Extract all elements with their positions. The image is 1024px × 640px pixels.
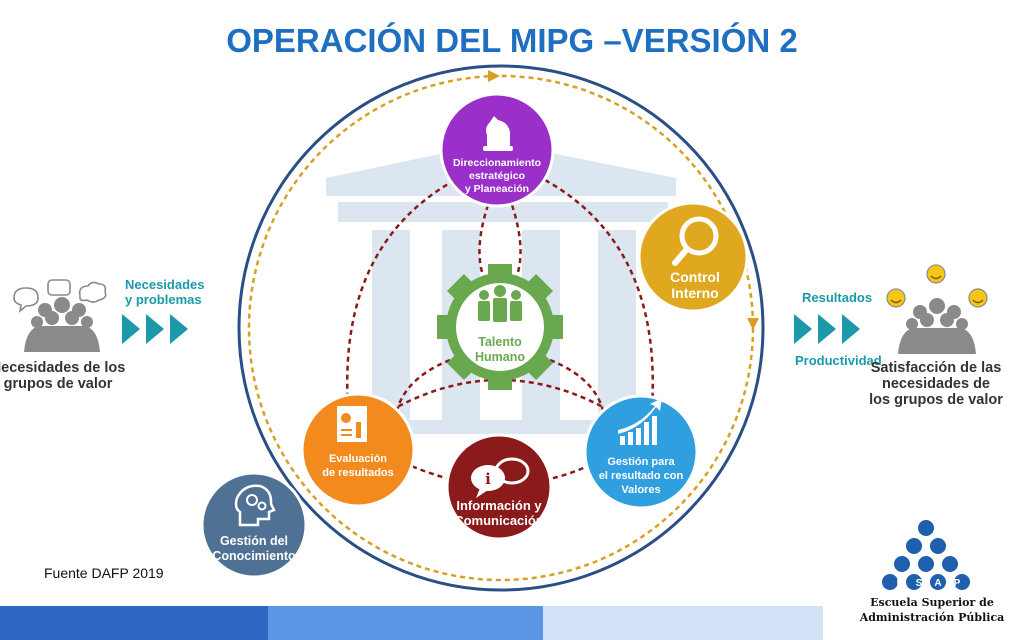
node-talento-line1: Talento (478, 335, 522, 349)
chess-knight-icon (483, 116, 513, 151)
node-gestion-resultado: Gestión para el resultado con Valores (583, 394, 699, 510)
node-direccionamiento: Direccionamiento estratégico y Planeació… (439, 92, 555, 208)
people-group-left-icon (13, 279, 107, 352)
node-talento-line2: Humano (475, 350, 525, 364)
node-conocimiento: Gestión del Conocimiento (200, 471, 308, 579)
node-direccionamiento-line1: Direccionamiento (453, 157, 541, 169)
right-label-line1: Satisfacción de las (871, 360, 1002, 376)
esap-caption: Escuela Superior de Administración Públi… (852, 595, 1012, 625)
esap-caption-line1: Escuela Superior de (870, 596, 994, 609)
footer-bar-dark (0, 606, 268, 640)
right-arrow-label-top: Resultados (802, 290, 872, 305)
ring-arrow-right (747, 318, 759, 330)
left-arrow-label-line1: Necesidades (125, 277, 205, 292)
node-gestion-line1: Gestión para (607, 456, 675, 468)
right-label-line2: necesidades de (882, 376, 990, 392)
node-gestion-line3: Valores (621, 484, 660, 496)
node-informacion: i Información y Comunicación (445, 433, 553, 541)
team-icon (478, 285, 522, 322)
node-control-line1: Control (670, 269, 720, 285)
left-label-line1: Necesidades de los (0, 360, 125, 376)
node-evaluacion: Evaluación de resultados (300, 392, 416, 508)
node-direccionamiento-line3: y Planeación (465, 183, 529, 195)
node-talento-humano: Talento Humano (437, 264, 563, 390)
left-chevron-arrows-icon (122, 314, 188, 344)
esap-logo-letters: E S A P (897, 578, 961, 589)
right-arrow-label-bottom: Productividad (795, 353, 882, 368)
node-control-interno: Control Interno (637, 201, 749, 313)
report-icon (337, 406, 367, 442)
right-label-line3: los grupos de valor (869, 392, 1003, 408)
node-control-line2: Interno (671, 285, 718, 301)
node-informacion-line1: Información y (456, 498, 542, 513)
node-gestion-line2: el resultado con (599, 470, 684, 482)
left-arrow-label-line2: y problemas (125, 292, 202, 307)
esap-logo (882, 520, 970, 590)
page-title: OPERACIÓN DEL MIPG –VERSIÓN 2 (226, 22, 798, 59)
right-chevron-arrows-icon (794, 314, 860, 344)
node-conocimiento-line1: Gestión del (220, 534, 288, 548)
svg-text:i: i (485, 470, 491, 488)
speech-bubbles-icon: i (471, 457, 530, 498)
node-direccionamiento-line2: estratégico (469, 170, 525, 182)
svg-text:A: A (934, 578, 941, 589)
esap-caption-line2: Administración Pública (859, 611, 1005, 624)
svg-text:S: S (916, 578, 923, 589)
source-note: Fuente DAFP 2019 (44, 565, 164, 581)
node-evaluacion-line2: de resultados (322, 467, 394, 479)
footer-bar-light (543, 606, 823, 640)
footer-bar-mid (268, 606, 543, 640)
svg-text:E: E (897, 578, 904, 589)
people-group-right-icon (886, 264, 988, 354)
growth-chart-icon (618, 398, 662, 445)
outer-ring (237, 64, 765, 592)
magnifier-icon (672, 216, 719, 266)
left-label-line2: grupos de valor (4, 376, 113, 392)
ring-arrow-top (488, 70, 500, 82)
node-evaluacion-line1: Evaluación (329, 453, 387, 465)
head-gears-icon (234, 484, 276, 527)
smiley-icons (886, 264, 988, 308)
svg-text:P: P (954, 578, 961, 589)
node-conocimiento-line2: Conocimiento (212, 549, 296, 563)
node-informacion-line2: Comunicación (454, 513, 544, 528)
